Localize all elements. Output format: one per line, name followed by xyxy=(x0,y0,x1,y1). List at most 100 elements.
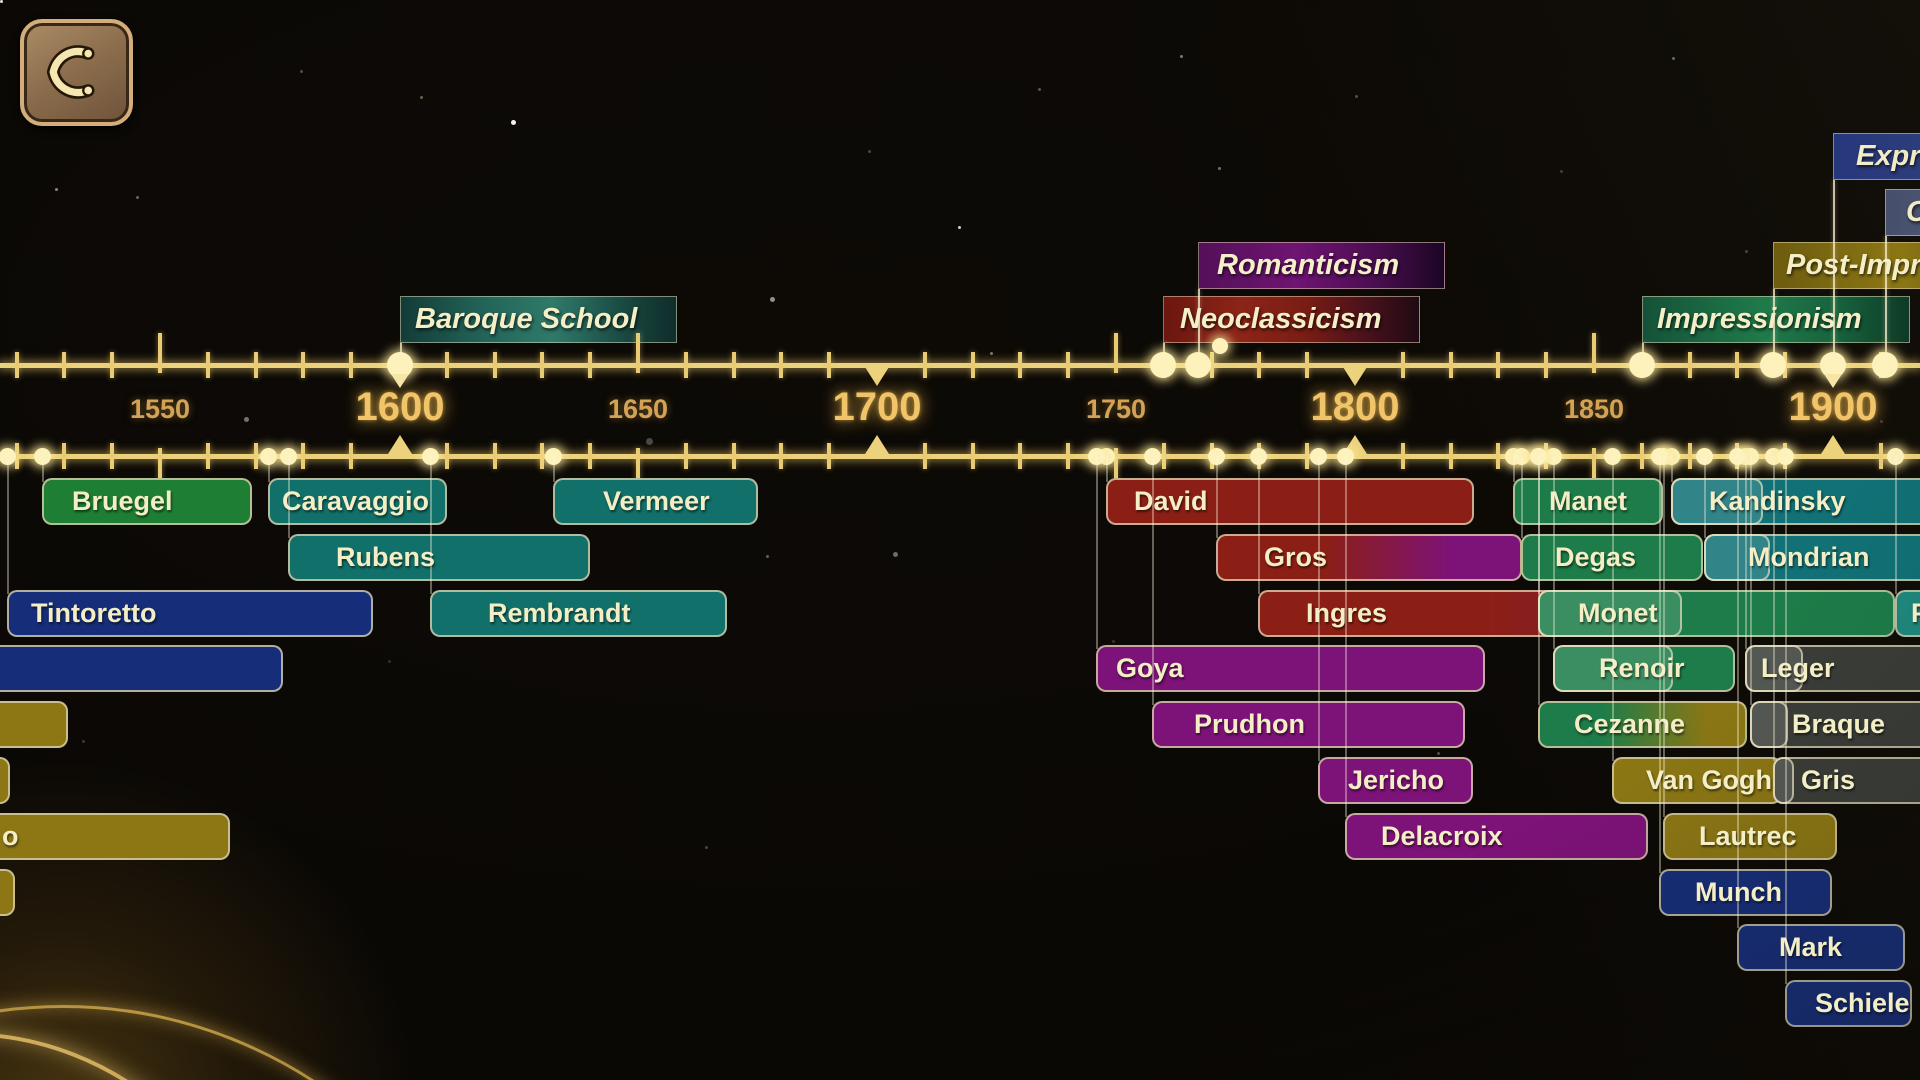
artist-connector-line xyxy=(1521,456,1523,538)
artist-bar-vermeer[interactable]: Vermeer xyxy=(553,478,758,525)
movement-plate-romanticism[interactable]: Romanticism xyxy=(1198,242,1445,289)
artist-bar-label: Prudhon xyxy=(1194,709,1305,740)
decade-tick xyxy=(588,352,593,378)
decade-tick xyxy=(1305,352,1310,378)
artist-bar-label: P xyxy=(1897,598,1920,628)
artist-bar-delacroix[interactable]: Delacroix xyxy=(1345,812,1648,860)
artist-connector-line xyxy=(1553,456,1555,650)
artist-bar-prudhon[interactable]: Prudhon xyxy=(1152,701,1465,749)
artist-start-dot xyxy=(1144,448,1161,465)
artist-bar-bruegel[interactable]: Bruegel xyxy=(42,478,252,525)
starfield xyxy=(0,0,3,3)
movement-start-dot xyxy=(1760,352,1786,378)
artist-bar-label: Delacroix xyxy=(1381,820,1503,851)
artist-connector-line xyxy=(430,456,432,594)
artist-bar-leger[interactable]: Leger xyxy=(1745,645,1920,693)
artist-bar-renoir[interactable]: Renoir xyxy=(1553,645,1735,693)
artist-start-dot xyxy=(1088,448,1105,465)
artist-bar-label: Tintoretto xyxy=(31,597,157,628)
artist-bar-david[interactable]: David xyxy=(1106,478,1474,525)
artist-bar-label: Ingres xyxy=(1306,597,1388,628)
movement-plate-neoclassicism[interactable]: Neoclassicism xyxy=(1163,296,1420,343)
fifty-year-tick xyxy=(158,448,162,488)
artist-bar-label: Degas xyxy=(1555,541,1637,572)
decade-tick xyxy=(922,352,927,378)
movement-plate-cubism[interactable]: Cubism xyxy=(1885,189,1920,236)
artist-bar-label: David xyxy=(1134,486,1208,516)
artist-bar-mark[interactable]: Mark xyxy=(1737,924,1905,972)
year-label-1600: 1600 xyxy=(355,385,445,429)
fifty-year-tick xyxy=(1114,333,1118,373)
artist-bar-manet[interactable]: Manet xyxy=(1513,478,1663,525)
artist-bar-degas[interactable]: Degas xyxy=(1521,533,1703,581)
artist-bar-van-gogh[interactable]: Van Gogh xyxy=(1612,757,1782,804)
artist-start-dot xyxy=(260,448,277,465)
artist-bar-unlabeled[interactable] xyxy=(0,645,283,693)
artist-connector-line xyxy=(1096,456,1098,650)
artist-bar-braque[interactable]: Braque xyxy=(1750,701,1920,749)
artist-bar-label: Rubens xyxy=(336,541,436,572)
artist-bar-gris[interactable]: Gris xyxy=(1773,757,1920,804)
artist-connector-line xyxy=(1106,456,1108,482)
artist-bar-p[interactable]: P xyxy=(1895,589,1920,637)
movement-start-dot xyxy=(1820,352,1846,378)
artist-connector-line xyxy=(288,456,290,538)
artist-connector-line xyxy=(7,456,9,594)
movement-plate-baroque-school[interactable]: Baroque School xyxy=(400,296,677,343)
artist-bar-cezanne[interactable]: Cezanne xyxy=(1538,701,1747,749)
artist-bar-unlabeled[interactable] xyxy=(0,868,15,916)
artist-connector-line xyxy=(1704,456,1706,538)
artist-label-plate xyxy=(1745,645,1803,693)
artist-start-dot xyxy=(545,448,562,465)
artist-bar-lautrec[interactable]: Lautrec xyxy=(1663,812,1837,860)
artist-connector-line xyxy=(268,456,270,482)
decade-tick xyxy=(349,443,354,469)
artist-bar-tintoretto[interactable]: Tintoretto xyxy=(7,589,373,637)
artist-label-plate xyxy=(1553,645,1673,693)
top-ruler-line xyxy=(0,362,1920,368)
artist-bar-goya[interactable]: Goya xyxy=(1096,645,1485,693)
decade-tick xyxy=(1257,352,1262,378)
movement-plate-impressionism[interactable]: Impressionism xyxy=(1642,296,1910,343)
artist-bar-gros[interactable]: Gros xyxy=(1216,533,1522,581)
bottom-ruler-line xyxy=(0,453,1920,459)
movement-start-dot xyxy=(1185,352,1211,378)
century-up-triangle xyxy=(865,435,889,454)
artist-connector-line xyxy=(1216,456,1218,538)
fifty-year-tick xyxy=(636,448,640,488)
movement-plate-expressionism[interactable]: Expressionism xyxy=(1833,133,1920,180)
decade-tick xyxy=(492,443,497,469)
artist-bar-mondrian[interactable]: Mondrian xyxy=(1704,533,1920,581)
movement-pin-pendant xyxy=(1824,374,1842,388)
artist-bar-kandinsky[interactable]: Kandinsky xyxy=(1671,478,1920,525)
artist-bar-label: Rembrandt xyxy=(488,597,631,628)
artist-bar-schiele[interactable]: Schiele xyxy=(1785,980,1912,1028)
decade-tick xyxy=(14,352,19,378)
artist-start-dot xyxy=(1604,448,1621,465)
movement-plate-post-impressionism[interactable]: Post-Impressionism xyxy=(1773,242,1920,289)
artist-bar-unlabeled[interactable] xyxy=(0,757,10,804)
artist-start-dot xyxy=(1729,448,1746,465)
artist-bar-rembrandt[interactable]: Rembrandt xyxy=(430,589,727,637)
artist-label-plate xyxy=(1704,533,1770,581)
artist-start-dot xyxy=(1777,448,1794,465)
artist-bar-munch[interactable]: Munch xyxy=(1659,868,1832,916)
back-button[interactable] xyxy=(20,19,133,126)
artist-connector-line xyxy=(1345,456,1347,817)
artist-connector-line xyxy=(1659,456,1661,873)
decade-tick xyxy=(1448,352,1453,378)
fifty-year-tick xyxy=(1592,333,1596,373)
artist-bar-o[interactable]: o xyxy=(0,812,230,860)
artist-bar-unlabeled[interactable] xyxy=(0,701,68,749)
artist-bar-caravaggio[interactable]: Caravaggio xyxy=(268,478,447,525)
artist-connector-line xyxy=(1737,456,1739,929)
artist-bar-jericho[interactable]: Jericho xyxy=(1318,757,1473,804)
artist-bar-monet[interactable]: Monet xyxy=(1538,589,1895,637)
decade-tick xyxy=(970,352,975,378)
decade-tick xyxy=(62,352,67,378)
small-event-dot xyxy=(1212,338,1228,354)
movement-start-dot xyxy=(1150,352,1176,378)
movement-start-dot xyxy=(387,352,413,378)
artist-bar-rubens[interactable]: Rubens xyxy=(288,533,590,581)
